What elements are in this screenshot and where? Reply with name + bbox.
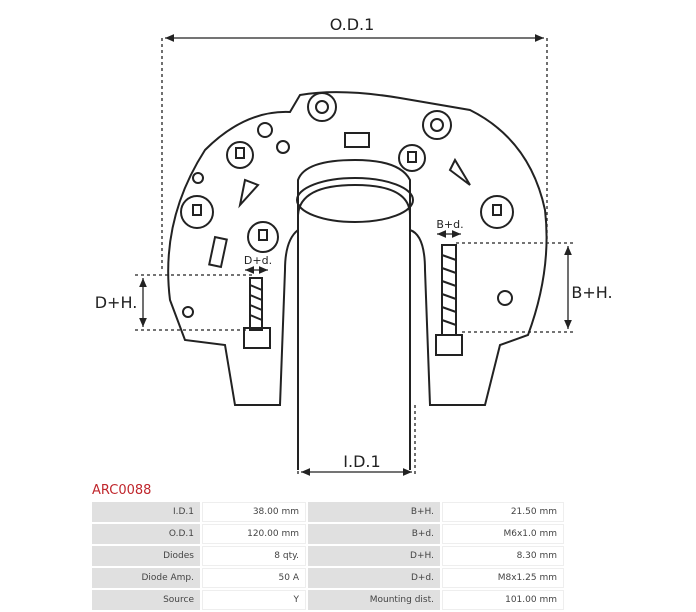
spec-label: Diode Amp. [92, 568, 200, 588]
spec-value: Y [202, 590, 306, 610]
spec-label: Source [92, 590, 200, 610]
spec-label: I.D.1 [92, 502, 200, 522]
od-label: O.D.1 [330, 15, 375, 34]
spec-value: 8 qty. [202, 546, 306, 566]
bh-label: B+H. [571, 283, 612, 302]
id-label: I.D.1 [343, 452, 380, 471]
rectifier-technical-drawing: O.D.1 I.D.1 D+H. B+H. D+d. B+d. [95, 15, 613, 476]
spec-value: 21.50 mm [442, 502, 564, 522]
spec-label: B+d. [308, 524, 440, 544]
dh-label: D+H. [95, 293, 138, 312]
spec-value: M8x1.25 mm [442, 568, 564, 588]
spec-value: M6x1.0 mm [442, 524, 564, 544]
spec-label: D+d. [308, 568, 440, 588]
bd-label: B+d. [436, 218, 463, 231]
product-code: ARC0088 [92, 483, 152, 498]
spec-label: Diodes [92, 546, 200, 566]
rectifier-outline [167, 91, 548, 470]
spec-label: O.D.1 [92, 524, 200, 544]
spec-value: 120.00 mm [202, 524, 306, 544]
spec-value: 50 A [202, 568, 306, 588]
spec-value: 101.00 mm [442, 590, 564, 610]
spec-label: D+H. [308, 546, 440, 566]
spec-label: B+H. [308, 502, 440, 522]
dd-label: D+d. [244, 254, 272, 267]
dimension-lines [135, 34, 575, 476]
spec-value: 38.00 mm [202, 502, 306, 522]
spec-value: 8.30 mm [442, 546, 564, 566]
spec-label: Mounting dist. [308, 590, 440, 610]
